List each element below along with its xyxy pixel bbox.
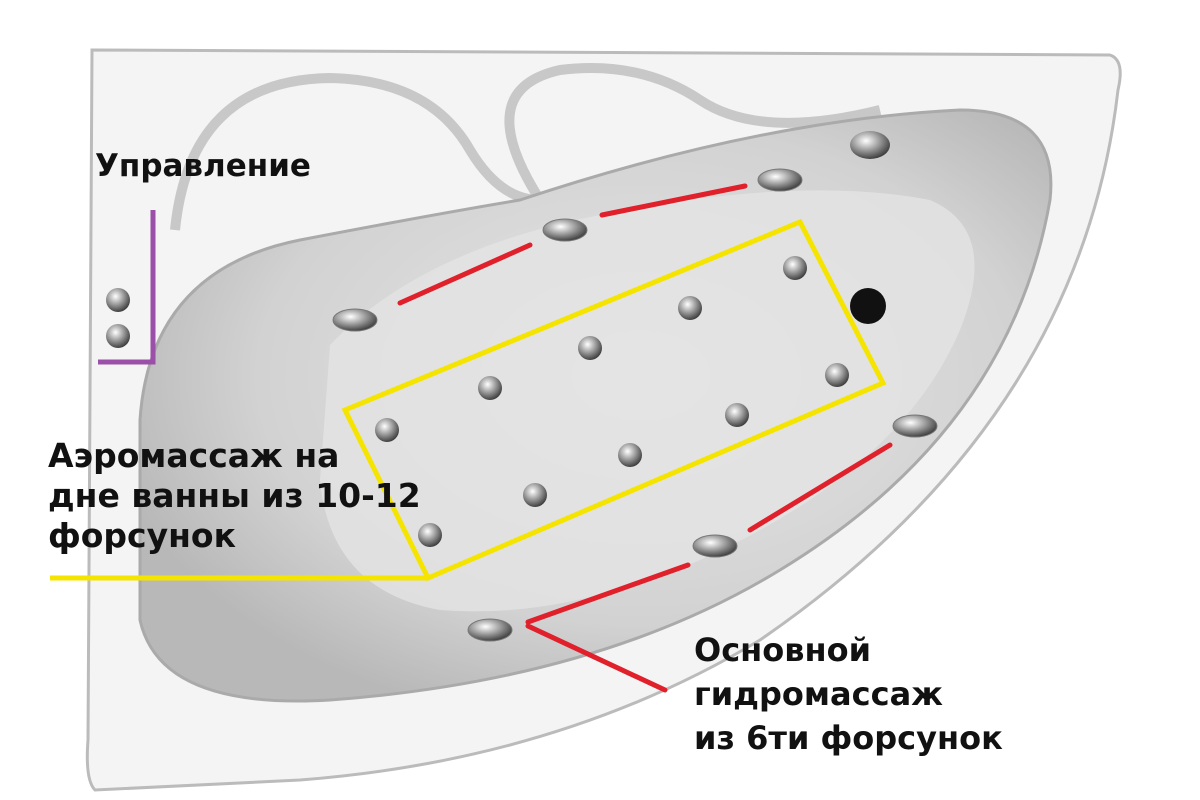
- aero-area-outline: [341, 218, 887, 582]
- hydro-label: Основной гидромассаж из 6ти форсунок: [694, 628, 1003, 760]
- control-label: Управление: [95, 148, 311, 184]
- aero-jet-icon: [375, 418, 399, 442]
- hydro-lines: [397, 183, 893, 693]
- hydro-jet-icon: [467, 618, 513, 642]
- hydro-label-line: гидромассаж: [694, 675, 943, 713]
- aero-label-line: Аэромассаж на: [48, 436, 340, 475]
- aero-jet-icon: [725, 403, 749, 427]
- aero-jet-icon: [678, 296, 702, 320]
- aero-label: Аэромассаж на дне ванны из 10-12 форсуно…: [48, 436, 421, 556]
- aero-jets: [375, 256, 849, 547]
- aero-jet-icon: [783, 256, 807, 280]
- aero-jet-icon: [618, 443, 642, 467]
- control-knob-icon: [106, 324, 130, 348]
- hydro-jet-icon: [892, 414, 938, 438]
- control-bracket: [98, 210, 156, 365]
- hydro-jets: [332, 168, 938, 642]
- overflow-icon: [850, 131, 890, 159]
- aero-label-line: форсунок: [48, 516, 236, 555]
- hydro-label-line: из 6ти форсунок: [694, 719, 1003, 757]
- hydro-jet-icon: [692, 534, 738, 558]
- aero-jet-icon: [418, 523, 442, 547]
- control-knob-icon: [106, 288, 130, 312]
- hydro-jet-icon: [757, 168, 803, 192]
- hydro-label-line: Основной: [694, 631, 872, 669]
- aero-jet-icon: [825, 363, 849, 387]
- aero-jet-icon: [578, 336, 602, 360]
- hydro-jet-icon: [542, 218, 588, 242]
- aero-label-line: дне ванны из 10-12: [48, 476, 421, 515]
- aero-jet-icon: [523, 483, 547, 507]
- aero-jet-icon: [478, 376, 502, 400]
- drain-icon: [850, 288, 886, 324]
- hydro-jet-icon: [332, 308, 378, 332]
